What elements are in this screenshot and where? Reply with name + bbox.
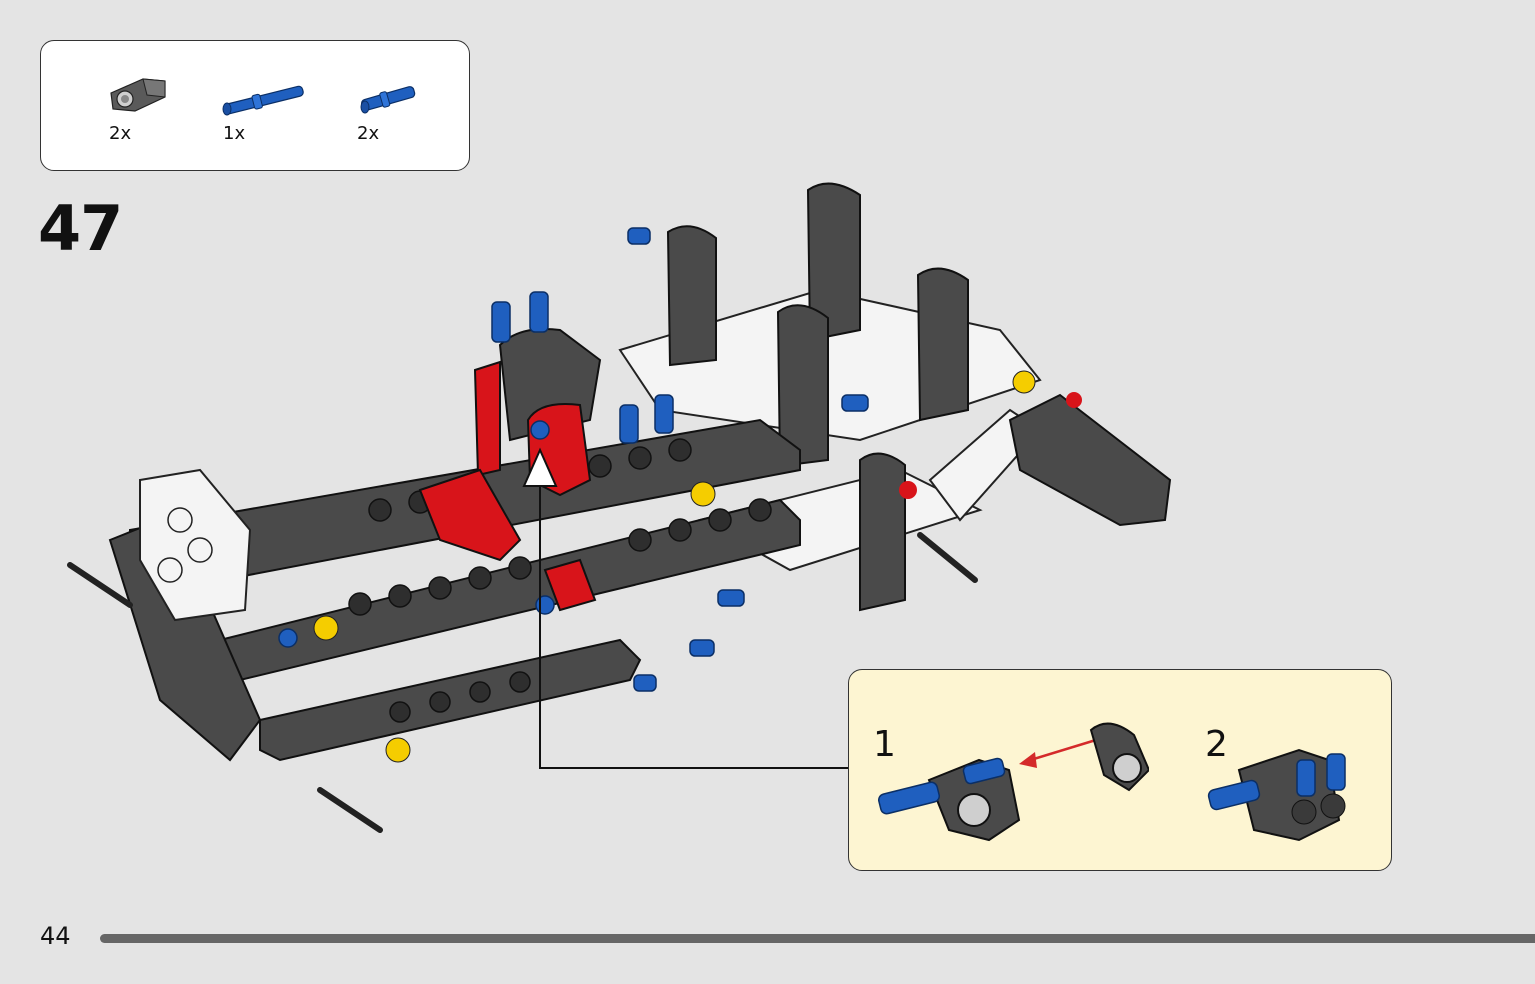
yellow-axle-markers — [313, 370, 1036, 763]
parts-item-angle-connector: 2x — [103, 71, 193, 161]
parts-item-quantity: 2x — [109, 123, 132, 144]
beam-holes — [348, 438, 772, 723]
parts-list-box: 2x 1x 2x — [40, 40, 470, 171]
parts-item-quantity: 1x — [223, 123, 246, 144]
parts-item-long-pin: 1x — [219, 71, 309, 161]
step-number: 47 — [38, 192, 123, 265]
blue-pin-icon — [360, 86, 416, 114]
parts-item-quantity: 2x — [357, 123, 380, 144]
substep-label: 1 — [873, 724, 896, 765]
page-number: 44 — [40, 922, 71, 950]
red-axle-markers — [899, 392, 1082, 499]
callout-arrow — [522, 447, 848, 769]
right-arm-beam — [1008, 393, 1172, 527]
substep-label: 2 — [1205, 724, 1228, 765]
axles — [67, 532, 978, 833]
angle-connector-icon — [110, 78, 166, 112]
parts-item-friction-pin: 2x — [355, 71, 445, 161]
sub-assembly-box: 1 2 — [848, 669, 1392, 871]
blue-pins — [278, 227, 869, 692]
substep-2-illustration — [1207, 748, 1346, 842]
blue-long-pin-icon — [222, 85, 304, 116]
progress-bar — [100, 934, 1535, 943]
substep-1-illustration — [877, 722, 1149, 842]
